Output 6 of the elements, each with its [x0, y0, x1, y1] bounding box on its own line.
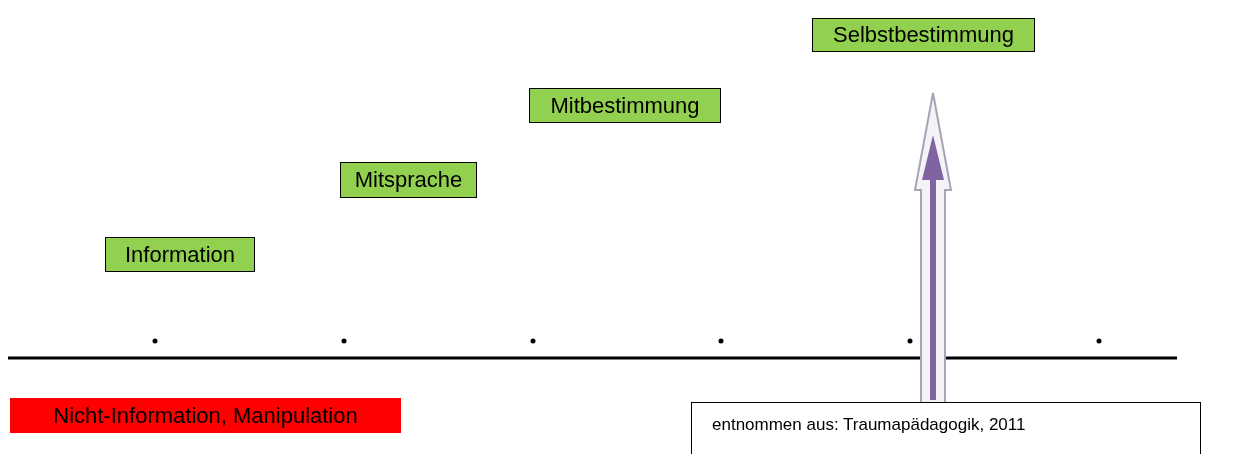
- level-label: Information: [105, 237, 255, 272]
- source-note-box: entnommen aus: Traumapädagogik, 2011: [691, 402, 1201, 454]
- level-label: Nicht-Information, Manipulation: [10, 398, 401, 433]
- level-label: Mitsprache: [340, 162, 477, 198]
- level-label: Selbstbestimmung: [812, 18, 1035, 52]
- level-label: Mitbestimmung: [529, 88, 721, 123]
